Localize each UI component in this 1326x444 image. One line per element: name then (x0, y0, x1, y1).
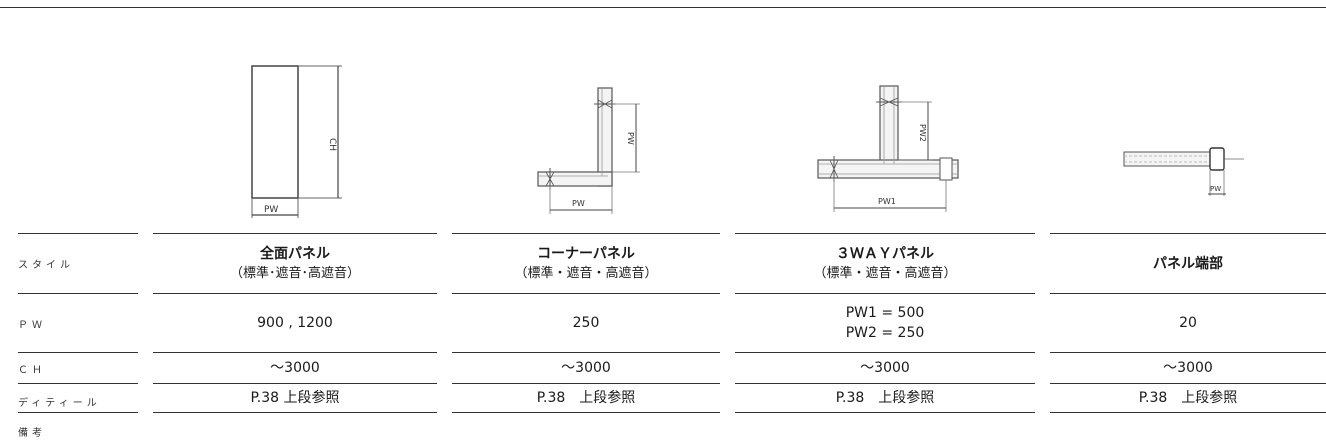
pw-cell: 20 (1050, 294, 1326, 352)
ch-cell: ～3000 (735, 353, 1035, 383)
divider (18, 293, 138, 294)
pw-value-2: PW2 = 250 (845, 325, 925, 341)
divider (1050, 233, 1326, 234)
detail-value: P.38 上段参照 (250, 390, 340, 406)
divider (1050, 352, 1326, 353)
figure-corner-panel: PW PW (490, 48, 710, 228)
pw-value: 20 (1179, 315, 1197, 331)
ch-cell: ～3000 (452, 353, 720, 383)
detail-value: P.38 上段参照 (835, 390, 935, 406)
ch-value: ～3000 (561, 360, 611, 376)
style-variants: （標準･遮音･高遮音） (229, 265, 360, 281)
row-label-pw: ＰＷ (18, 319, 46, 331)
divider (153, 293, 437, 294)
ch-cell: ～3000 (153, 353, 437, 383)
figure-label: PW (572, 199, 585, 208)
divider (735, 352, 1035, 353)
divider (153, 233, 437, 234)
figure-panel-end: PW (1110, 48, 1280, 228)
divider (153, 352, 437, 353)
style-cell: パネル端部 (1050, 234, 1326, 293)
top-rule (0, 7, 1326, 8)
style-variants: （標準・遮音・高遮音） (813, 265, 957, 281)
figure-label: PW (626, 132, 635, 145)
pw-cell: PW1 = 500 PW2 = 250 (735, 294, 1035, 352)
ch-cell: ～3000 (1050, 353, 1326, 383)
figure-full-panel: CH PW (200, 48, 400, 228)
figure-label: PW (264, 205, 278, 215)
detail-cell: P.38 上段参照 (452, 384, 720, 412)
detail-cell: P.38 上段参照 (1050, 384, 1326, 412)
figure-label: PW1 (878, 197, 896, 206)
detail-value: P.38 上段参照 (536, 390, 636, 406)
divider (153, 383, 437, 384)
figure-label: PW2 (918, 124, 927, 142)
detail-cell: P.38 上段参照 (153, 384, 437, 412)
pw-value: 250 (572, 315, 600, 331)
figure-3way-panel: PW2 PW1 (780, 48, 1020, 228)
divider (735, 383, 1035, 384)
figure-label: CH (327, 138, 337, 151)
ch-value: ～3000 (270, 360, 320, 376)
pw-cell: 250 (452, 294, 720, 352)
divider (452, 352, 720, 353)
style-name: 全面パネル (260, 245, 330, 262)
divider (452, 412, 720, 413)
row-label-ch: ＣＨ (18, 364, 46, 376)
style-cell: 全面パネル （標準･遮音･高遮音） (153, 234, 437, 293)
style-variants: （標準・遮音・高遮音） (514, 265, 658, 281)
detail-value: P.38 上段参照 (1138, 390, 1238, 406)
style-name: ３ＷＡＹパネル (836, 245, 934, 262)
row-label-remarks: 備考 (18, 427, 46, 439)
figure-label: PW (1210, 185, 1221, 193)
ch-value: ～3000 (860, 360, 910, 376)
divider (735, 412, 1035, 413)
row-label-style: スタイル (18, 259, 74, 271)
divider (1050, 293, 1326, 294)
pw-value: 900 , 1200 (257, 315, 333, 331)
divider (1050, 383, 1326, 384)
divider (452, 383, 720, 384)
style-name: コーナーパネル (537, 245, 635, 262)
divider (18, 383, 138, 384)
divider (735, 233, 1035, 234)
divider (452, 233, 720, 234)
detail-cell: P.38 上段参照 (735, 384, 1035, 412)
divider (18, 412, 138, 413)
divider (18, 352, 138, 353)
row-label-detail: ディティール (18, 397, 101, 409)
style-name: パネル端部 (1153, 255, 1223, 272)
ch-value: ～3000 (1163, 360, 1213, 376)
pw-value: PW1 = 500 (845, 305, 925, 321)
style-cell: コーナーパネル （標準・遮音・高遮音） (452, 234, 720, 293)
divider (153, 412, 437, 413)
divider (452, 293, 720, 294)
divider (18, 233, 138, 234)
pw-cell: 900 , 1200 (153, 294, 437, 352)
divider (1050, 412, 1326, 413)
style-cell: ３ＷＡＹパネル （標準・遮音・高遮音） (735, 234, 1035, 293)
divider (735, 293, 1035, 294)
